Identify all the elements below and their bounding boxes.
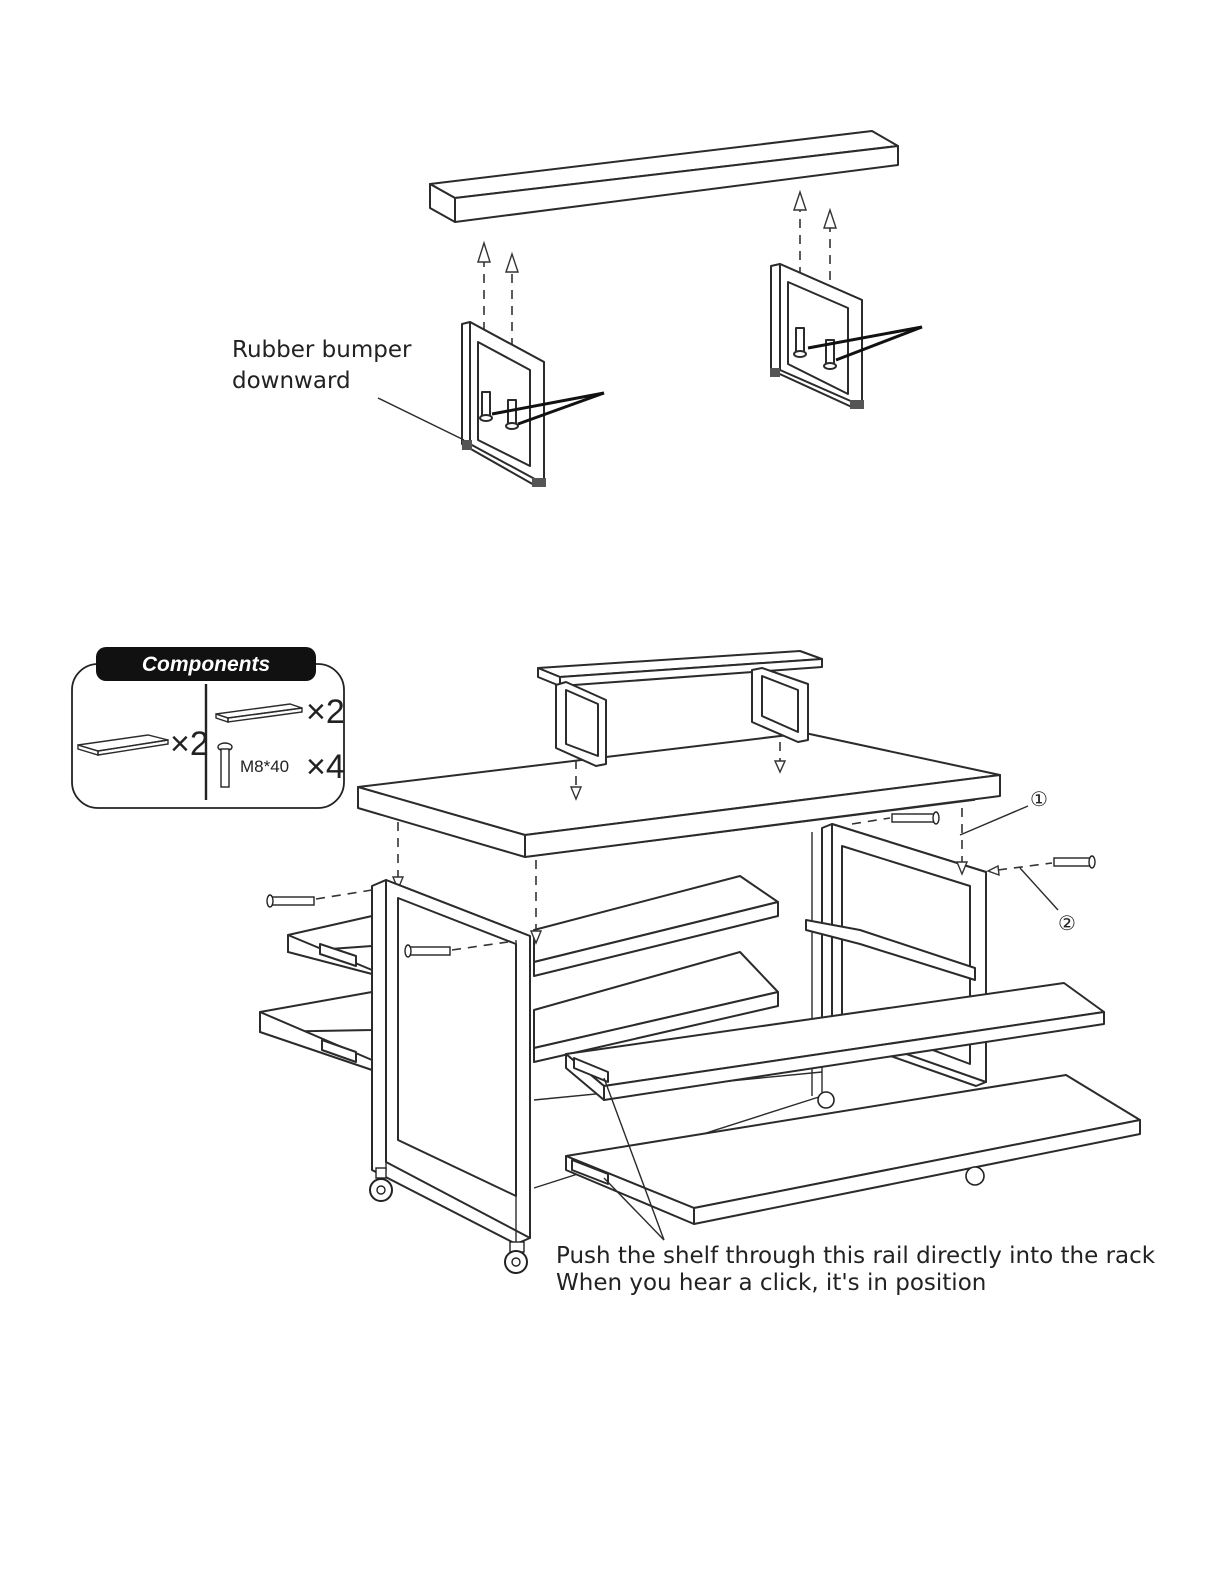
rubber-bumper-label-line2: downward [232, 368, 351, 394]
step-marker-2: ② [1058, 911, 1076, 935]
instruction-line1: Push the shelf through this rail directl… [556, 1243, 1156, 1269]
top-shelf-board [430, 131, 898, 222]
desktop-board [358, 733, 1000, 857]
step1-diagram: Rubber bumper downward [232, 131, 922, 487]
components-box: Components ×2 ×2 M8*40 ×4 [72, 647, 345, 808]
bolt-icon [267, 895, 314, 907]
step2-diagram: ① ② Push the shelf through this rail dir… [260, 651, 1156, 1296]
bolt-icon [405, 945, 450, 957]
rubber-bumper-leader [378, 398, 464, 440]
large-shelf-qty: ×2 [170, 725, 209, 763]
bolt-icon [892, 812, 939, 824]
bolt-qty: ×4 [306, 748, 345, 786]
bolt-icon [1054, 856, 1095, 868]
step-marker-1: ① [1030, 787, 1048, 811]
components-title: Components [142, 653, 270, 676]
bolt-size-label: M8*40 [240, 757, 289, 776]
left-u-frame [462, 322, 604, 487]
right-u-frame [770, 264, 922, 409]
left-side-frame [372, 880, 530, 1244]
instruction-line2: When you hear a click, it's in position [556, 1270, 986, 1296]
marker-2-leader [1020, 868, 1058, 910]
rubber-bumper-label-line1: Rubber bumper [232, 337, 412, 363]
small-shelf-qty: ×2 [306, 693, 345, 731]
marker-1-leader [960, 806, 1028, 835]
left-shelves [260, 916, 372, 1070]
